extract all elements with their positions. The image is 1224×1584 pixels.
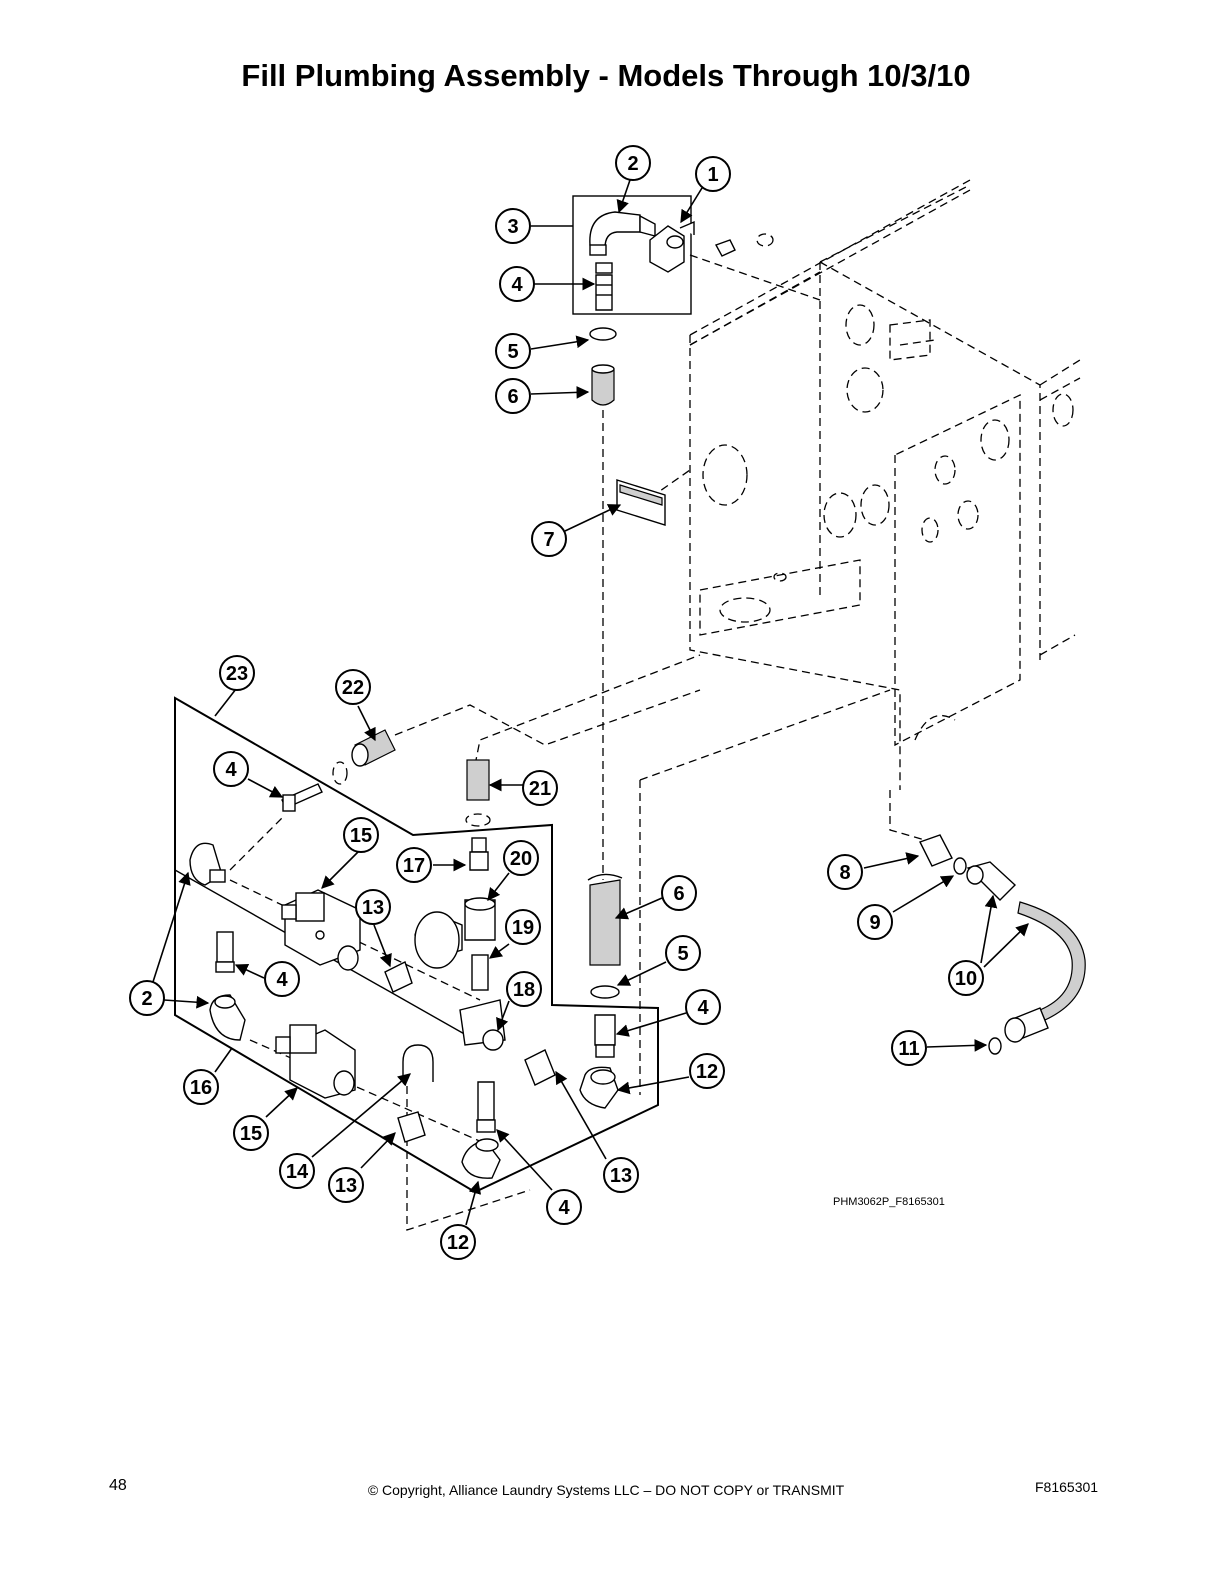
callout-8: 8 [827, 854, 863, 890]
callout-13: 13 [355, 889, 391, 925]
callout-10: 10 [948, 960, 984, 996]
callout-23: 23 [219, 655, 255, 691]
callout-14: 14 [279, 1153, 315, 1189]
svg-text:4: 4 [511, 274, 523, 296]
svg-text:5: 5 [507, 341, 518, 363]
svg-text:16: 16 [190, 1077, 212, 1099]
svg-text:5: 5 [677, 943, 688, 965]
svg-text:12: 12 [696, 1061, 718, 1083]
callout-2b: 2 [129, 980, 165, 1016]
drawing-reference-code: PHM3062P_F8165301 [833, 1196, 945, 1208]
warning-label [616, 479, 666, 526]
document-number: F8165301 [1035, 1479, 1099, 1495]
callout-13c: 13 [603, 1157, 639, 1193]
callout-6b: 6 [661, 875, 697, 911]
callout-16: 16 [183, 1069, 219, 1105]
svg-text:6: 6 [673, 883, 684, 905]
callout-4b: 4 [213, 751, 249, 787]
callout-18: 18 [506, 971, 542, 1007]
top-fitting-group [572, 195, 695, 406]
callout-22: 22 [335, 669, 371, 705]
callout-5: 5 [495, 333, 531, 369]
svg-text:13: 13 [362, 897, 384, 919]
callout-19: 19 [505, 909, 541, 945]
callout-15b: 15 [233, 1115, 269, 1151]
svg-text:11: 11 [898, 1038, 919, 1060]
svg-text:17: 17 [403, 855, 425, 877]
callout-4: 4 [499, 266, 535, 302]
callout-9: 9 [857, 904, 893, 940]
svg-text:3: 3 [507, 216, 518, 238]
callout-17: 17 [396, 847, 432, 883]
svg-text:4: 4 [558, 1197, 570, 1219]
callout-6: 6 [495, 378, 531, 414]
svg-text:2: 2 [627, 153, 638, 175]
callout-15: 15 [343, 817, 379, 853]
svg-text:20: 20 [510, 848, 532, 870]
svg-text:2: 2 [141, 988, 152, 1010]
svg-text:14: 14 [286, 1161, 309, 1183]
page-number: 48 [109, 1477, 127, 1494]
svg-text:7: 7 [543, 529, 554, 551]
callout-3: 3 [495, 208, 531, 244]
svg-text:4: 4 [276, 969, 288, 991]
svg-text:8: 8 [839, 862, 850, 884]
machine-frame [689, 179, 1081, 790]
svg-text:13: 13 [335, 1175, 357, 1197]
callout-5b: 5 [665, 935, 701, 971]
svg-text:19: 19 [512, 917, 534, 939]
upper-valve-chain [189, 729, 623, 1109]
svg-text:23: 23 [226, 663, 248, 685]
callout-leaders [151, 179, 1029, 1226]
callout-11: 11 [891, 1030, 927, 1066]
svg-text:1: 1 [707, 164, 718, 186]
callout-2: 2 [615, 145, 651, 181]
svg-text:6: 6 [507, 386, 518, 408]
svg-text:4: 4 [697, 997, 709, 1019]
svg-text:15: 15 [240, 1123, 262, 1145]
page-title: Fill Plumbing Assembly - Models Through … [241, 58, 971, 93]
svg-text:9: 9 [869, 912, 880, 934]
callout-4e: 4 [546, 1189, 582, 1225]
callout-13b: 13 [328, 1167, 364, 1203]
svg-text:18: 18 [513, 979, 535, 1001]
callout-12: 12 [689, 1053, 725, 1089]
callout-20: 20 [503, 840, 539, 876]
callout-4d: 4 [685, 989, 721, 1025]
svg-text:4: 4 [225, 759, 237, 781]
svg-text:21: 21 [529, 778, 551, 800]
callout-21: 21 [522, 770, 558, 806]
lower-valve-chain [209, 931, 501, 1179]
callout-12b: 12 [440, 1224, 476, 1260]
callout-1: 1 [695, 156, 731, 192]
svg-text:22: 22 [342, 677, 364, 699]
inlet-hose-assembly [919, 834, 1086, 1055]
assembly-leader-lines [229, 254, 926, 1231]
svg-text:15: 15 [350, 825, 372, 847]
svg-text:12: 12 [447, 1232, 469, 1254]
svg-text:13: 13 [610, 1165, 632, 1187]
callout-7: 7 [531, 521, 567, 557]
callout-4c: 4 [264, 961, 300, 997]
svg-text:10: 10 [955, 968, 977, 990]
copyright-notice: © Copyright, Alliance Laundry Systems LL… [367, 1482, 845, 1498]
